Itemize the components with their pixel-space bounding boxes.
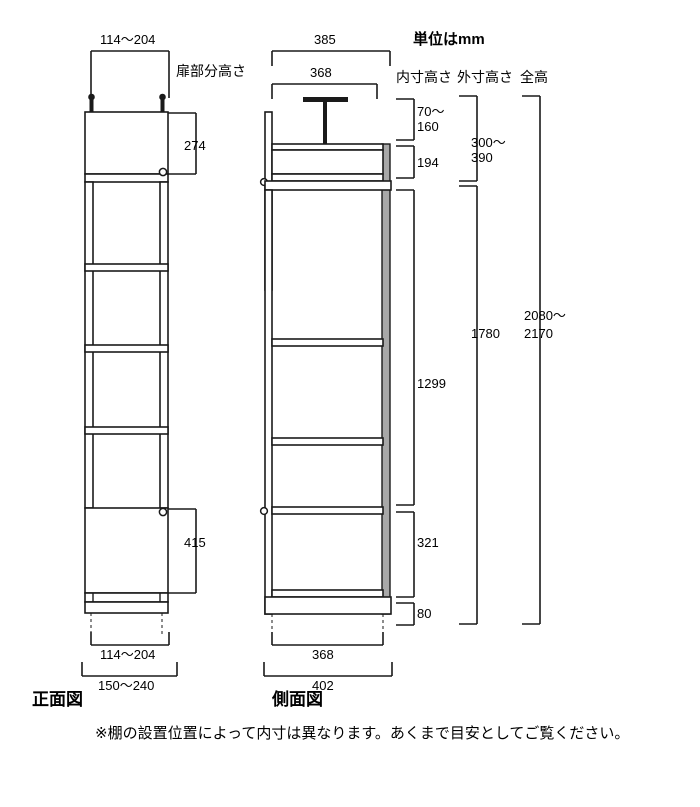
- outer-height-dimension-column: 300〜 390 1780: [459, 95, 506, 625]
- front-bottom-outer-width-dimension: 150〜240: [81, 662, 178, 693]
- column-label-inner-height: 内寸高さ: [396, 69, 452, 85]
- side-view-title: 側面図: [271, 689, 323, 709]
- column-label-outer-height: 外寸高さ: [457, 69, 513, 85]
- side-top-outer-depth-dimension: 385: [271, 32, 391, 66]
- unit-note-label: 単位はmm: [413, 30, 485, 48]
- side-bottom-inner-depth-dimension: 368: [271, 632, 384, 662]
- inner-height-value-1-line2: 160: [417, 119, 439, 134]
- side-top-inner-depth-value: 368: [310, 65, 332, 80]
- inner-height-bracket-2: [396, 145, 415, 179]
- side-top-t-support: [303, 97, 348, 144]
- outer-height-bracket-top: [459, 95, 478, 182]
- column-label-total-height: 全高: [520, 69, 548, 85]
- front-view-group: 114〜204 274: [32, 32, 206, 709]
- side-bottom-outer-depth-dimension: 402: [263, 662, 393, 693]
- front-door-lower-height-dimension: 415: [168, 508, 206, 594]
- outer-height-bracket-main: [459, 185, 478, 625]
- side-bottom-outer-depth-value: 402: [312, 678, 334, 693]
- inner-height-value-4: 321: [417, 535, 439, 550]
- front-door-lower-height-value: 415: [184, 535, 206, 550]
- front-door-upper-height-dimension: 274: [168, 112, 206, 175]
- inner-height-value-2: 194: [417, 155, 439, 170]
- side-view-group: 385 368: [259, 32, 393, 709]
- front-top-width-dimension: 114〜204: [90, 32, 170, 98]
- total-height-line1: 2080〜: [524, 308, 566, 323]
- front-lower-door-cabinet: [84, 507, 169, 614]
- side-top-outer-depth-value: 385: [314, 32, 336, 47]
- front-top-width-value: 114〜204: [100, 32, 155, 47]
- side-back-panel: [381, 143, 391, 615]
- front-upper-door-cabinet: [84, 111, 169, 183]
- inner-height-bracket-3: [396, 189, 415, 506]
- total-height-line2: 2170: [524, 326, 553, 341]
- side-open-shelf-section: [259, 189, 392, 615]
- front-bottom-inner-width-value: 114〜204: [100, 647, 155, 662]
- outer-height-main-value: 1780: [471, 326, 500, 341]
- inner-height-bracket-5: [396, 602, 415, 626]
- footnote-text: ※棚の設置位置によって内寸は異なります。あくまで目安としてご覧ください。: [95, 725, 629, 742]
- total-height-bracket: [522, 95, 541, 625]
- side-upper-cabinet: [264, 143, 392, 191]
- inner-height-bracket-1: [396, 98, 415, 141]
- front-bottom-inner-width-dimension: 114〜204: [90, 632, 170, 662]
- inner-height-bracket-4: [396, 511, 415, 598]
- front-view-title: 正面図: [32, 690, 83, 709]
- front-mounting-pins: [88, 93, 166, 112]
- side-bottom-inner-depth-value: 368: [312, 647, 334, 662]
- side-top-inner-depth-dimension: 368: [271, 65, 378, 99]
- inner-height-dimension-column: 70〜 160 194 1299 321 80: [396, 98, 446, 626]
- inner-height-value-3: 1299: [417, 376, 446, 391]
- inner-height-value-1-line1: 70〜: [417, 104, 444, 119]
- outer-height-top-line1: 300〜: [471, 135, 506, 150]
- total-height-dimension-column: 2080〜 2170: [522, 95, 566, 625]
- outer-height-top-line2: 390: [471, 150, 493, 165]
- front-bottom-outer-width-value: 150〜240: [98, 678, 154, 693]
- front-door-upper-height-value: 274: [184, 138, 206, 153]
- door-height-label: 扉部分高さ: [176, 63, 246, 79]
- inner-height-value-5: 80: [417, 606, 431, 621]
